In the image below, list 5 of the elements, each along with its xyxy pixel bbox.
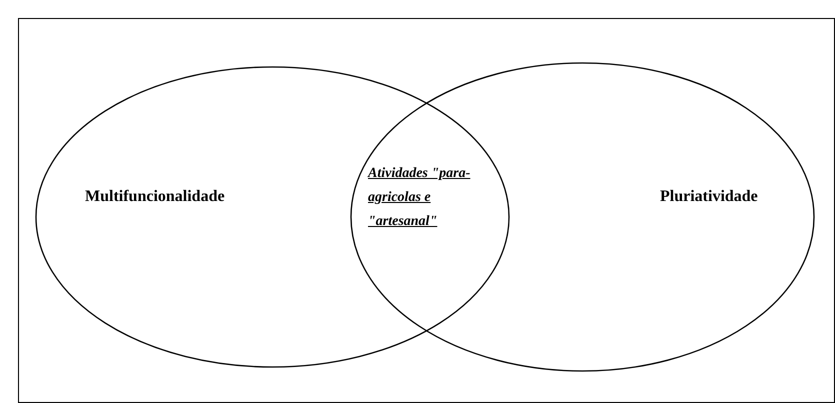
intersection-label: Atividades "para-agricolas e "artesanal" [368, 165, 472, 231]
venn-circle [35, 66, 510, 368]
set-label: Pluriatividade [660, 188, 758, 206]
venn-circle [350, 62, 815, 372]
set-label: Multifuncionalidade [85, 188, 225, 206]
